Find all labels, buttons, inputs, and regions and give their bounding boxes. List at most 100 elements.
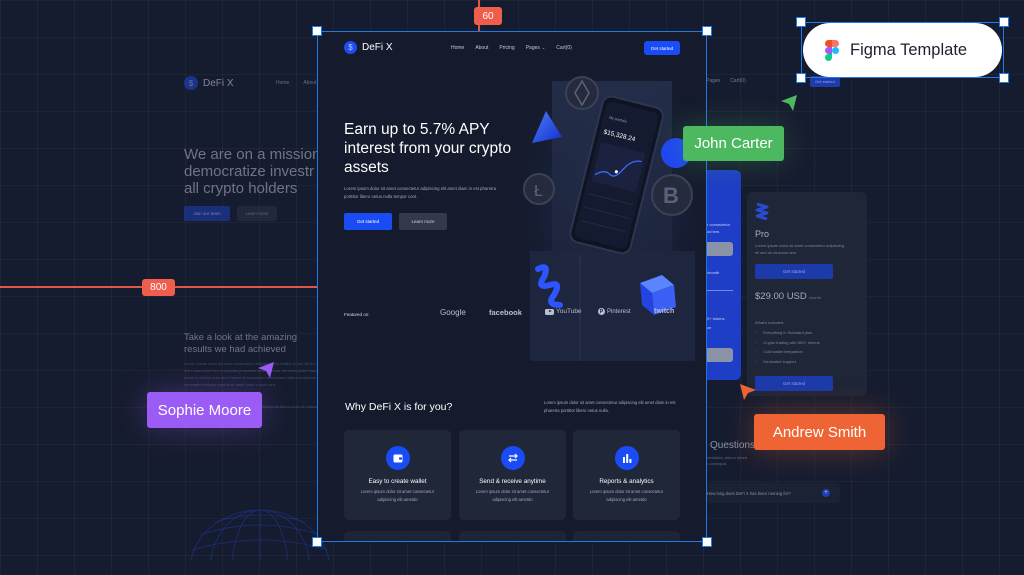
main-nav: Home About Pricing Pages⌄ Cart(0) (451, 45, 572, 51)
youtube-wordmark: YouTube (556, 308, 582, 315)
globe-wireframe-icon (180, 470, 330, 560)
pro-get-started-bottom-button[interactable]: Get started (755, 376, 833, 391)
feature-title: Reports & analytics (599, 478, 654, 485)
standard-plan-bottom-button[interactable] (707, 348, 733, 362)
pro-feature-item: Cold wallet integration (755, 347, 859, 357)
twitch-wordmark: twitch (654, 308, 675, 315)
pro-plan-description: Lorem ipsum dolor sit amet consectetur a… (755, 243, 844, 255)
standard-period: /month (707, 270, 720, 275)
figma-logo-icon (825, 39, 839, 61)
included-label: What's included: (755, 320, 785, 325)
chevron-down-icon: ⌄ (541, 45, 546, 50)
twitch-logo: twitch (654, 308, 674, 315)
ethereum-coin-icon (565, 76, 599, 110)
brand-name: DeFi X (362, 42, 393, 53)
litecoin-coin-icon: Ł (523, 173, 555, 205)
dollar-coin-icon: $ (344, 41, 357, 54)
pro-plan-icon (755, 202, 769, 221)
transfer-arrows-icon (500, 446, 525, 470)
pro-feature-item: Everything in Standard plan (755, 328, 859, 338)
badge-handle-top-left[interactable] (796, 17, 806, 27)
resize-handle-top-right[interactable] (702, 26, 712, 36)
badge-handle-bottom-right[interactable] (999, 73, 1009, 83)
standard-desc-line: od tem. (707, 229, 721, 234)
resize-handle-bottom-right[interactable] (702, 537, 712, 547)
left-spacing-measure: 800 (142, 279, 175, 296)
hero-illustration: My portfolio $15,328.24 Ł B (512, 71, 707, 361)
pro-plan-name: Pro (755, 229, 770, 239)
pro-get-started-top-button[interactable]: Get started (755, 264, 833, 279)
right-nav-pages[interactable]: Pages (706, 78, 721, 84)
feature-card-row2 (459, 531, 566, 542)
svg-text:Ł: Ł (534, 183, 543, 200)
google-wordmark: Google (440, 308, 466, 317)
nav-cart[interactable]: Cart(0) (556, 45, 572, 51)
hero-description: Lorem ipsum dolor sit amet consectetur a… (344, 186, 497, 199)
left-nav-home[interactable]: Home (276, 80, 290, 86)
svg-text:B: B (663, 183, 679, 208)
hero-learn-more-button[interactable]: Learn more (399, 213, 447, 230)
left-page-hero-title: We are on a mission democratize investr … (184, 146, 321, 197)
standard-feature: ce (707, 325, 712, 330)
nav-about[interactable]: About (475, 45, 489, 51)
plus-icon[interactable]: + (822, 489, 830, 497)
cube-shape (640, 275, 676, 315)
right-get-started-button[interactable]: Get started (810, 76, 840, 87)
background-page-left: $ DeFi X Home About We are on a mission … (170, 60, 330, 575)
pro-feature-list: Everything in Standard plan Crypto tradi… (755, 328, 859, 366)
nav-home[interactable]: Home (451, 45, 465, 51)
hero-title: Earn up to 5.7% APY interest from your c… (344, 121, 512, 176)
collaborator-tag-sophie: Sophie Moore (147, 392, 262, 428)
standard-desc-line: r consectetur (707, 222, 731, 227)
pro-plan-price: $29.00 USD/month (755, 291, 859, 302)
nav-pricing[interactable]: Pricing (499, 45, 515, 51)
hero-get-started-button[interactable]: Get started (344, 213, 392, 230)
figma-template-label: Figma Template (850, 40, 968, 59)
price-value: $29.00 USD (755, 291, 807, 302)
cursor-arrow-icon-purple (258, 362, 274, 378)
pro-feature-item: Dedicated support (755, 357, 859, 367)
left-page-logo: $ DeFi X (184, 76, 234, 90)
facebook-logo: facebook (489, 308, 522, 317)
bitcoin-coin-icon: B (651, 174, 693, 216)
right-nav-cart[interactable]: Cart(0) (730, 78, 746, 84)
collaborator-tag-andrew: Andrew Smith (754, 414, 885, 450)
resize-handle-bottom-left[interactable] (312, 537, 322, 547)
nav-logo[interactable]: $ DeFi X (344, 41, 393, 54)
feature-card-send-receive: Send & receive anytime Lorem ipsum dolor… (459, 430, 566, 520)
standard-plan-card: r consectetur od tem. /month 0+ tokens c… (707, 170, 741, 380)
wallet-icon (385, 446, 410, 470)
left-page-brand: DeFi X (203, 77, 234, 89)
pro-feature-item: Crypto trading with 500+ tokens (755, 338, 859, 348)
left-nav-about[interactable]: About (303, 80, 317, 86)
facebook-wordmark: facebook (489, 308, 522, 317)
pinterest-icon: P (598, 308, 605, 315)
results-title: Take a look at the amazing results we ha… (184, 332, 298, 355)
resize-handle-top-left[interactable] (312, 26, 322, 36)
faq-subtitle: exercitation ullamco laboris do consequa… (705, 456, 748, 466)
feature-card-wallet: Easy to create wallet Lorem ipsum dolor … (344, 430, 451, 520)
nav-get-started-button[interactable]: Get started (644, 41, 680, 55)
feature-card-row2 (573, 531, 680, 542)
nav-pages[interactable]: Pages⌄ (526, 45, 546, 51)
standard-feature: 0+ tokens (707, 316, 725, 321)
spring-shape (535, 264, 563, 308)
badge-handle-bottom-left[interactable] (796, 73, 806, 83)
logo-icon: $ (184, 76, 198, 90)
badge-handle-top-right[interactable] (999, 17, 1009, 27)
cursor-arrow-icon-green (781, 95, 797, 111)
join-team-button[interactable]: Join our team (184, 206, 230, 221)
figma-template-badge: Figma Template (803, 23, 1002, 77)
feature-description: Lorem ipsum dolor sit amet consectetur a… (360, 489, 435, 502)
faq-question: How long does DeFi X has been running fo… (707, 490, 791, 496)
main-landing-page-frame[interactable]: $ DeFi X Home About Pricing Pages⌄ Cart(… (317, 31, 707, 542)
left-learn-more-button[interactable]: Learn more (237, 206, 277, 221)
youtube-logo: YouTube (545, 308, 582, 315)
top-spacing-measure: 60 (474, 7, 502, 25)
right-page-nav: Pages Cart(0) (706, 78, 746, 84)
standard-plan-button[interactable] (707, 242, 733, 256)
pinterest-wordmark: Pinterest (607, 308, 631, 315)
badge-selection-outline (801, 22, 1004, 78)
faq-item[interactable]: How long does DeFi X has been running fo… (705, 483, 840, 503)
